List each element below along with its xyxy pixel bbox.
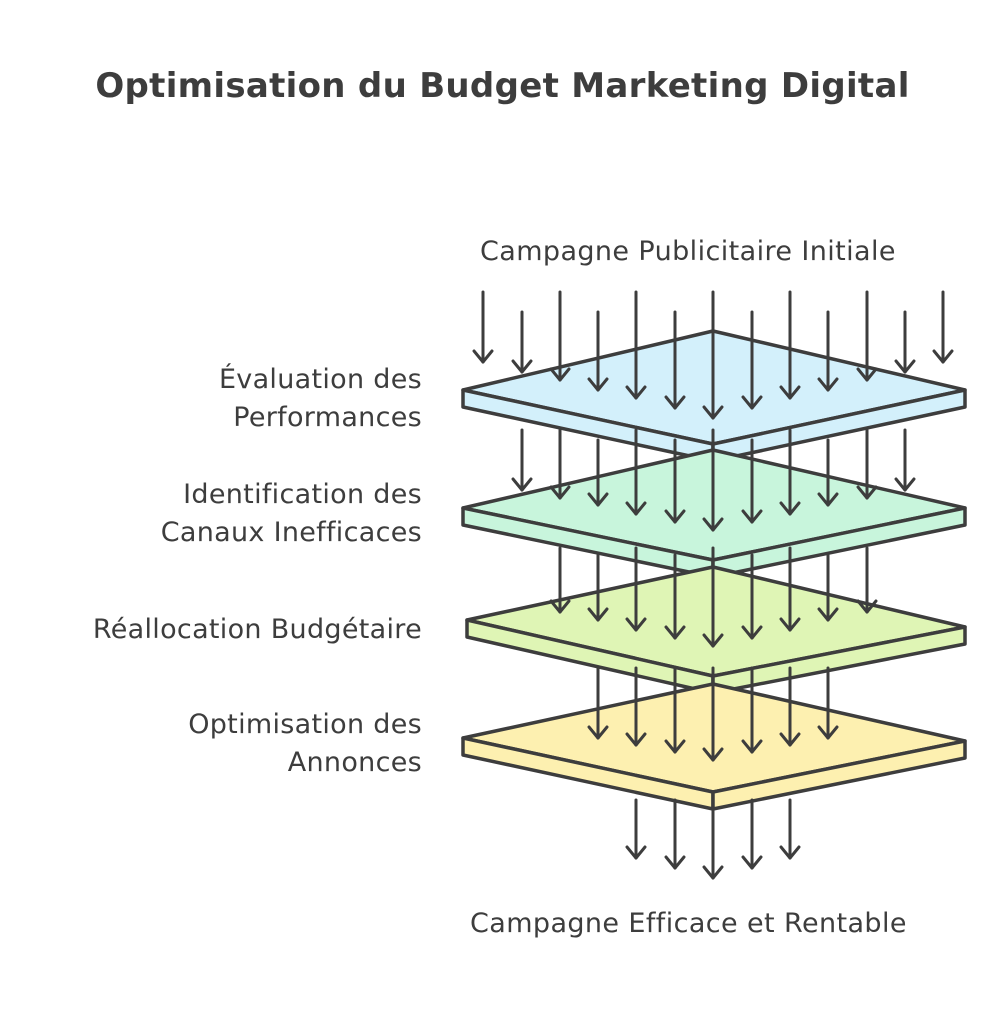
- input-label: Campagne Publicitaire Initiale: [480, 236, 896, 267]
- arrow-head: [511, 477, 533, 492]
- arrow-head: [702, 517, 724, 532]
- arrow-head: [587, 725, 609, 740]
- arrow-head: [664, 739, 686, 754]
- arrow-head: [625, 617, 647, 632]
- arrow-head: [664, 509, 686, 524]
- arrow-head: [817, 607, 839, 622]
- arrow-head: [817, 725, 839, 740]
- arrow-head: [779, 617, 801, 632]
- arrow-head: [894, 359, 916, 374]
- arrow-head: [625, 732, 647, 747]
- arrow-head: [472, 349, 494, 364]
- arrow-head: [664, 395, 686, 410]
- arrow-head: [741, 395, 763, 410]
- layer-label-line: Identification des: [183, 479, 422, 510]
- arrow-head: [587, 377, 609, 392]
- arrow-head: [856, 367, 878, 382]
- layer-label-reallocation: Réallocation Budgétaire: [93, 611, 422, 649]
- arrow-head: [741, 625, 763, 640]
- arrow-head: [856, 485, 878, 500]
- arrow-head: [702, 865, 724, 880]
- layer-label-line: Annonces: [287, 747, 422, 778]
- output-label: Campagne Efficace et Rentable: [470, 908, 907, 939]
- arrow-head: [779, 732, 801, 747]
- arrow-head: [625, 385, 647, 400]
- arrow-group-2: [511, 428, 916, 532]
- layer-stack: [461, 290, 967, 811]
- arrow-head: [664, 625, 686, 640]
- arrow-head: [856, 599, 878, 614]
- arrow-head: [625, 845, 647, 860]
- layer-label-evaluation: Évaluation des Performances: [219, 361, 422, 437]
- arrow-head: [587, 492, 609, 507]
- layer-plate-3: [465, 565, 967, 695]
- arrow-head: [702, 405, 724, 420]
- layer-label-identification: Identification des Canaux Inefficaces: [161, 476, 422, 552]
- arrow-head: [932, 349, 954, 364]
- arrow-head: [549, 367, 571, 382]
- arrow-head: [702, 633, 724, 648]
- arrow-head: [779, 845, 801, 860]
- layer-label-optimisation: Optimisation des Annonces: [188, 706, 422, 782]
- arrow-head: [549, 599, 571, 614]
- arrow-head: [664, 855, 686, 870]
- diagram-title: Optimisation du Budget Marketing Digital: [95, 66, 910, 106]
- layer-label-line: Réallocation Budgétaire: [92, 614, 422, 645]
- layer-label-line: Performances: [233, 402, 422, 433]
- layer-label-line: Optimisation des: [188, 709, 422, 740]
- arrow-group-3: [549, 546, 878, 648]
- arrow-head: [779, 385, 801, 400]
- arrow-head: [741, 855, 763, 870]
- arrow-head: [625, 501, 647, 516]
- output-arrows: [625, 798, 801, 880]
- arrow-head: [741, 509, 763, 524]
- arrow-head: [549, 485, 571, 500]
- arrow-head: [511, 359, 533, 374]
- layer-label-line: Évaluation des: [218, 364, 422, 395]
- arrow-head: [702, 747, 724, 762]
- arrow-group-1: [472, 290, 954, 420]
- arrow-head: [894, 477, 916, 492]
- arrow-head: [817, 377, 839, 392]
- arrow-head: [817, 492, 839, 507]
- layer-label-line: Canaux Inefficaces: [160, 517, 422, 548]
- arrow-head: [587, 607, 609, 622]
- arrow-head: [741, 739, 763, 754]
- arrow-head: [779, 501, 801, 516]
- arrow-group-4: [587, 666, 839, 762]
